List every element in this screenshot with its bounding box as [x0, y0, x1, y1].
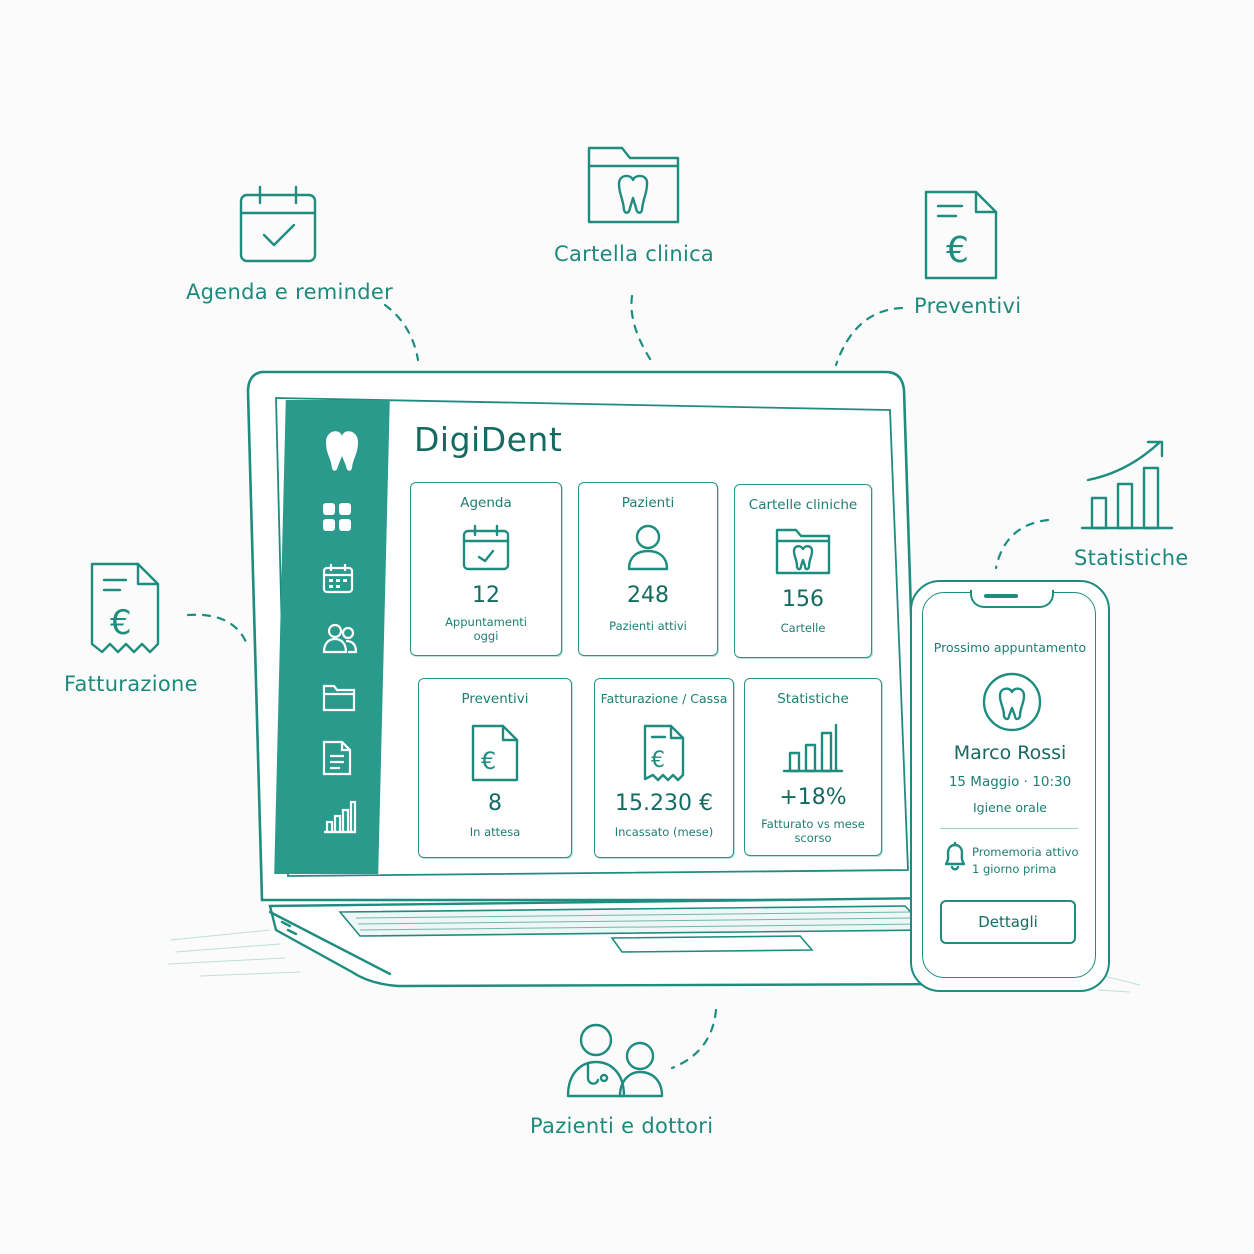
- bar-chart-icon: [782, 723, 844, 777]
- patient-doctor-icon: [564, 1020, 668, 1106]
- euro-receipt-icon: €: [641, 723, 687, 787]
- card-value: 248: [627, 583, 669, 608]
- phone-heading: Prossimo appuntamento: [933, 640, 1087, 655]
- svg-text:€: €: [481, 747, 496, 775]
- reminder-text: Promemoria attivo 1 giorno prima: [972, 844, 1079, 878]
- dashboard-grid-icon[interactable]: [322, 502, 352, 536]
- euro-document-icon: €: [922, 188, 1000, 286]
- card-pazienti[interactable]: Pazienti 248 Pazienti attivi: [578, 482, 718, 656]
- phone: Prossimo appuntamento Marco Rossi 15 Mag…: [910, 580, 1110, 992]
- reminder-line-2: 1 giorno prima: [972, 862, 1057, 876]
- details-button-label: Dettagli: [978, 913, 1038, 931]
- card-value: 8: [488, 791, 502, 816]
- card-subtitle: Fatturato vs mese scorso: [761, 817, 865, 845]
- card-title: Pazienti: [621, 495, 675, 511]
- bar-chart-icon[interactable]: [322, 800, 358, 838]
- card-agenda[interactable]: Agenda 12 Appuntamenti oggi: [410, 482, 562, 656]
- euro-document-icon: €: [469, 723, 521, 787]
- feature-label-statistiche: Statistiche: [1074, 546, 1189, 570]
- euro-receipt-icon: €: [88, 560, 162, 662]
- tooth-icon: [982, 672, 1042, 736]
- user-icon: [626, 523, 670, 575]
- divider: [940, 828, 1078, 829]
- separator-dot: ·: [1023, 774, 1033, 790]
- tooth-folder-icon: [774, 525, 832, 579]
- document-icon[interactable]: [322, 740, 352, 780]
- card-subtitle: Pazienti attivi: [609, 619, 687, 633]
- tooth-folder-icon: [586, 140, 682, 230]
- appointment-time: 10:30: [1032, 774, 1072, 790]
- phone-notch: [970, 590, 1054, 608]
- card-title: Agenda: [460, 495, 512, 511]
- card-title: Fatturazione / Cassa: [600, 691, 728, 706]
- card-title: Preventivi: [461, 691, 529, 707]
- card-fatturazione-cassa[interactable]: Fatturazione / Cassa € 15.230 € Incassat…: [594, 678, 734, 858]
- details-button[interactable]: Dettagli: [940, 900, 1076, 944]
- tooth-logo-icon[interactable]: [322, 428, 362, 476]
- card-value: 156: [782, 587, 824, 612]
- patient-name: Marco Rossi: [953, 742, 1067, 764]
- feature-label-pazienti-dottori: Pazienti e dottori: [530, 1114, 714, 1138]
- calendar-icon[interactable]: [322, 562, 354, 598]
- card-cartelle-cliniche[interactable]: Cartelle cliniche 156 Cartelle: [734, 484, 872, 658]
- card-value: 15.230 €: [615, 791, 713, 816]
- card-subtitle: In attesa: [469, 825, 521, 839]
- reminder-line-1: Promemoria attivo: [972, 845, 1079, 859]
- appointment-datetime: 15 Maggio · 10:30: [912, 774, 1108, 790]
- folder-icon[interactable]: [322, 682, 356, 716]
- bell-icon: [942, 841, 968, 876]
- feature-label-cartella: Cartella clinica: [554, 242, 715, 266]
- card-preventivi[interactable]: Preventivi € 8 In attesa: [418, 678, 572, 858]
- appointment-treatment: Igiene orale: [973, 800, 1047, 815]
- feature-label-agenda: Agenda e reminder: [186, 280, 394, 304]
- card-subtitle: Cartelle: [780, 621, 826, 635]
- calendar-check-icon: [461, 523, 511, 575]
- card-subtitle: Appuntamenti oggi: [445, 615, 527, 643]
- feature-label-fatturazione: Fatturazione: [64, 672, 198, 696]
- svg-text:€: €: [946, 230, 969, 271]
- card-value: 12: [472, 583, 500, 608]
- svg-text:€: €: [651, 748, 665, 773]
- card-subtitle: Incassato (mese): [614, 825, 714, 839]
- app-title: DigiDent: [414, 420, 563, 459]
- users-icon[interactable]: [322, 622, 358, 658]
- calendar-check-icon: [238, 183, 318, 269]
- svg-text:€: €: [110, 603, 132, 643]
- phone-speaker: [984, 594, 1018, 598]
- appointment-date: 15 Maggio: [948, 774, 1020, 790]
- trend-chart-icon: [1080, 436, 1176, 536]
- card-statistiche[interactable]: Statistiche +18% Fatturato vs mese scors…: [744, 678, 882, 856]
- card-value: +18%: [779, 785, 847, 810]
- feature-label-preventivi: Preventivi: [914, 294, 1022, 318]
- card-title: Statistiche: [777, 691, 849, 707]
- card-title: Cartelle cliniche: [748, 497, 858, 513]
